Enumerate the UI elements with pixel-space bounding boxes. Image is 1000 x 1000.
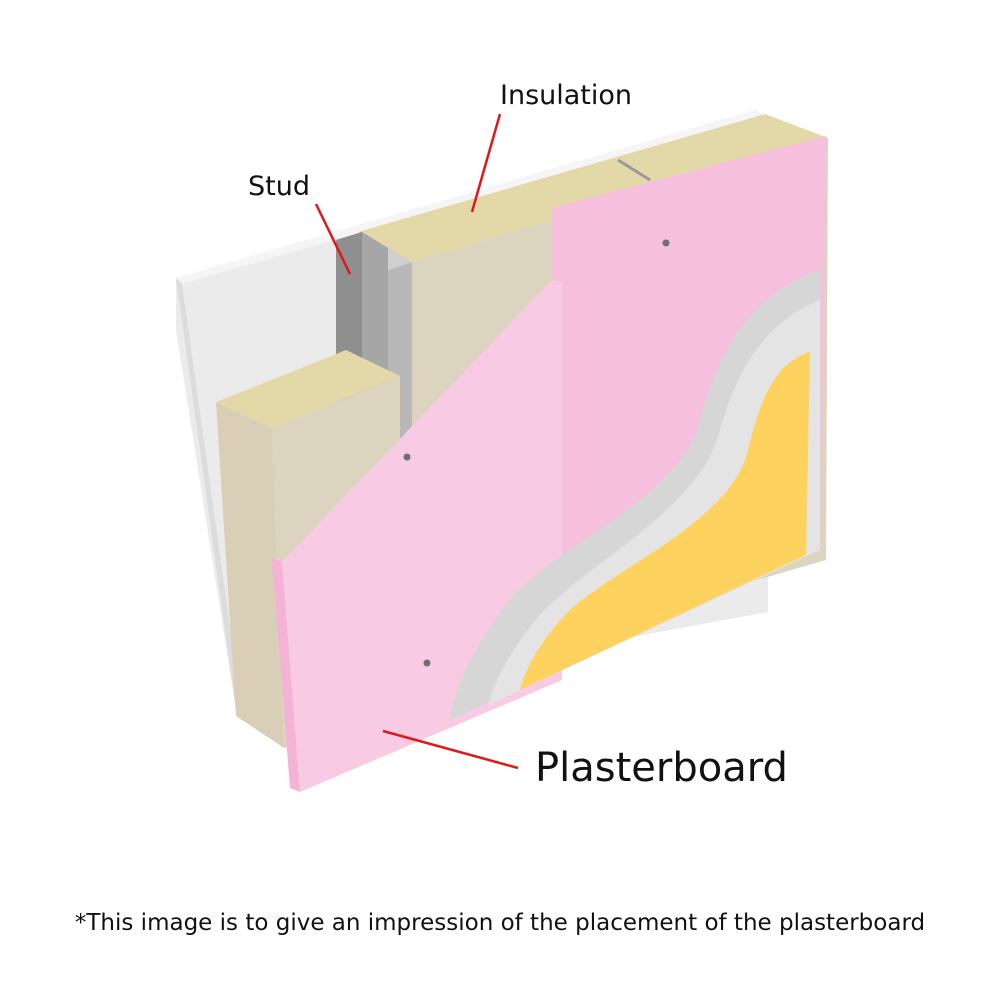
footnote-caption: *This image is to give an impression of … bbox=[74, 910, 926, 936]
insulation-pointer-line bbox=[470, 113, 502, 213]
plasterboard-panel bbox=[272, 136, 826, 792]
plasterboard-pointer-line bbox=[382, 729, 519, 770]
plasterboard-label: Plasterboard bbox=[535, 745, 788, 791]
stud-label: Stud bbox=[248, 171, 310, 202]
stud-pointer-line bbox=[314, 203, 352, 275]
insulation-label: Insulation bbox=[500, 80, 633, 111]
